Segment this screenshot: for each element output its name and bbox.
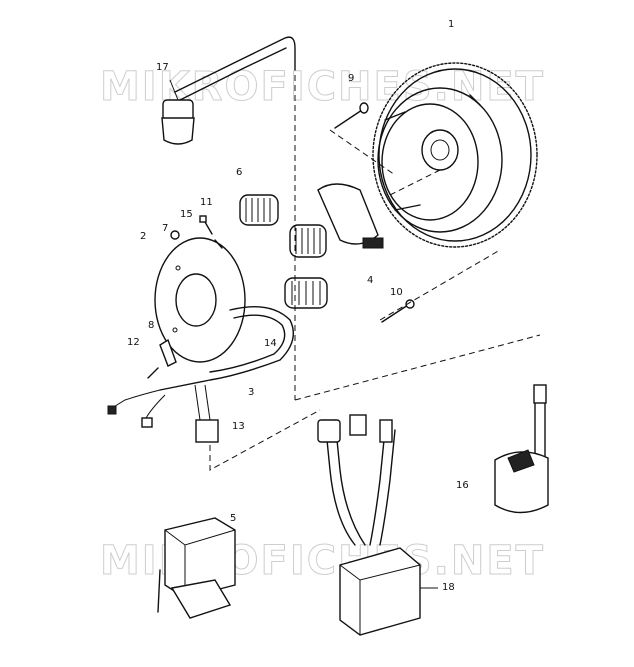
callout-12: 12 <box>127 337 140 348</box>
callout-16: 16 <box>456 480 469 491</box>
wiring-harness <box>107 305 294 443</box>
ignition-coil <box>494 384 549 514</box>
callout-10: 10 <box>390 287 403 298</box>
callout-17: 17 <box>156 62 169 73</box>
callout-3: 3 <box>248 387 255 398</box>
stator-plate <box>154 237 246 363</box>
callout-1: 1 <box>448 19 455 30</box>
callout-14: 14 <box>264 338 277 349</box>
cdi-unit <box>317 414 438 636</box>
callout-4: 4 <box>367 275 374 286</box>
callout-15: 15 <box>180 209 193 220</box>
bolt-10 <box>381 299 415 323</box>
stator-coils <box>239 183 384 309</box>
callout-18: 18 <box>442 582 455 593</box>
regulator-rectifier <box>157 517 236 619</box>
bolt-9 <box>334 102 369 129</box>
callout-7: 7 <box>162 223 169 234</box>
callout-9: 9 <box>348 73 355 84</box>
callout-6: 6 <box>236 167 243 178</box>
callout-13: 13 <box>232 421 245 432</box>
spark-plug-cap <box>161 36 296 145</box>
callout-11: 11 <box>200 197 213 208</box>
callout-8: 8 <box>148 320 155 331</box>
small-screws <box>147 215 223 379</box>
callout-2: 2 <box>140 231 147 242</box>
flywheel <box>372 62 538 248</box>
callout-5: 5 <box>230 513 237 524</box>
leader-lines <box>209 75 541 471</box>
